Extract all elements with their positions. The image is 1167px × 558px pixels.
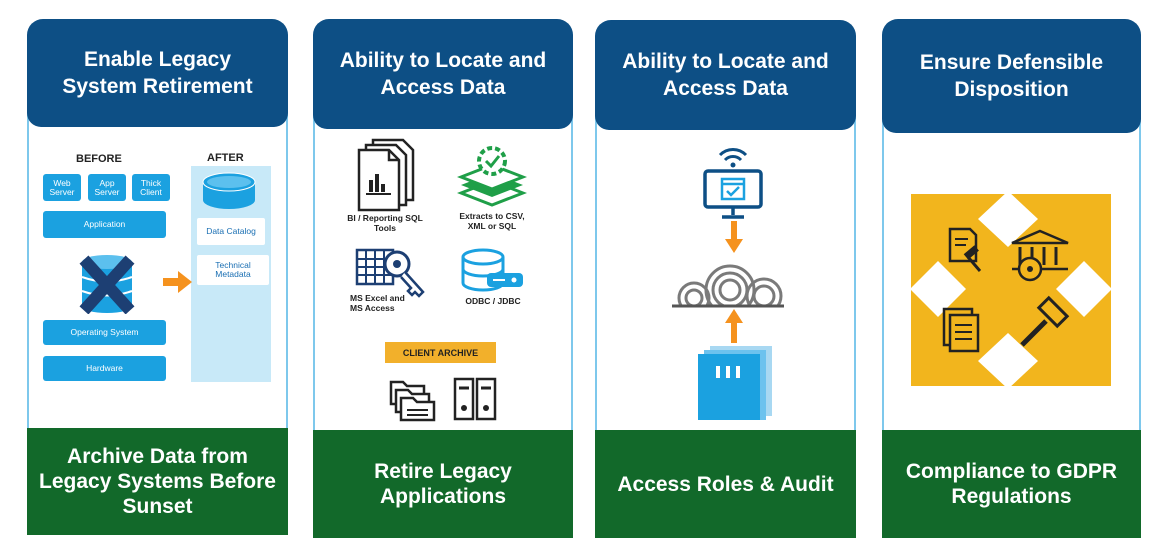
compliance-puzzle-graphic — [910, 191, 1112, 389]
extract-layers-icon — [457, 146, 527, 207]
ms-excel-label: MS Excel and MS Access — [350, 293, 405, 313]
operating-system-box: Operating System — [43, 320, 166, 345]
column-2-footer: Retire Legacy Applications — [313, 430, 573, 538]
client-archive-badge: CLIENT ARCHIVE — [385, 342, 496, 363]
cloud-icon — [668, 264, 788, 310]
column-3-footer: Access Roles & Audit — [595, 430, 856, 538]
odbc-database-icon — [461, 248, 523, 292]
app-server-box: App Server — [88, 174, 126, 201]
data-catalog-box: Data Catalog — [197, 218, 265, 245]
courthouse-icon — [1011, 229, 1069, 282]
column-4-header: Ensure Defensible Disposition — [882, 19, 1141, 133]
hardware-box: Hardware — [43, 356, 166, 381]
column-4-footer: Compliance to GDPR Regulations — [882, 430, 1141, 538]
spreadsheet-key-icon — [355, 248, 425, 298]
application-box: Application — [43, 211, 166, 238]
before-label: BEFORE — [76, 153, 122, 165]
folders-icon — [389, 380, 436, 422]
thick-client-box: Thick Client — [132, 174, 170, 201]
archive-files-icon — [698, 346, 772, 420]
odbc-label: ODBC / JDBC — [465, 296, 521, 306]
after-label: AFTER — [207, 152, 244, 164]
column-3-header: Ability to Locate and Access Data — [595, 20, 856, 130]
database-icon — [202, 172, 256, 209]
extracts-label: Extracts to CSV, XML or SQL — [459, 211, 525, 231]
arrow-right-icon — [163, 271, 192, 293]
column-1-footer: Archive Data from Legacy Systems Before … — [27, 428, 288, 535]
monitor-wifi-icon — [703, 148, 763, 219]
binders-icon — [453, 377, 497, 421]
arrow-down-icon — [725, 221, 743, 253]
column-1-header: Enable Legacy System Retirement — [27, 19, 288, 127]
legal-document-icon — [948, 227, 982, 272]
reports-document-icon — [357, 138, 415, 212]
column-2-header: Ability to Locate and Access Data — [313, 19, 573, 129]
crossed-database-icon — [79, 255, 135, 314]
documents-stack-icon — [942, 307, 980, 353]
web-server-box: Web Server — [43, 174, 81, 201]
technical-metadata-box: Technical Metadata — [197, 255, 269, 285]
bi-tools-label: BI / Reporting SQL Tools — [347, 213, 423, 233]
gavel-icon — [1020, 295, 1070, 347]
arrow-up-icon — [725, 309, 743, 343]
